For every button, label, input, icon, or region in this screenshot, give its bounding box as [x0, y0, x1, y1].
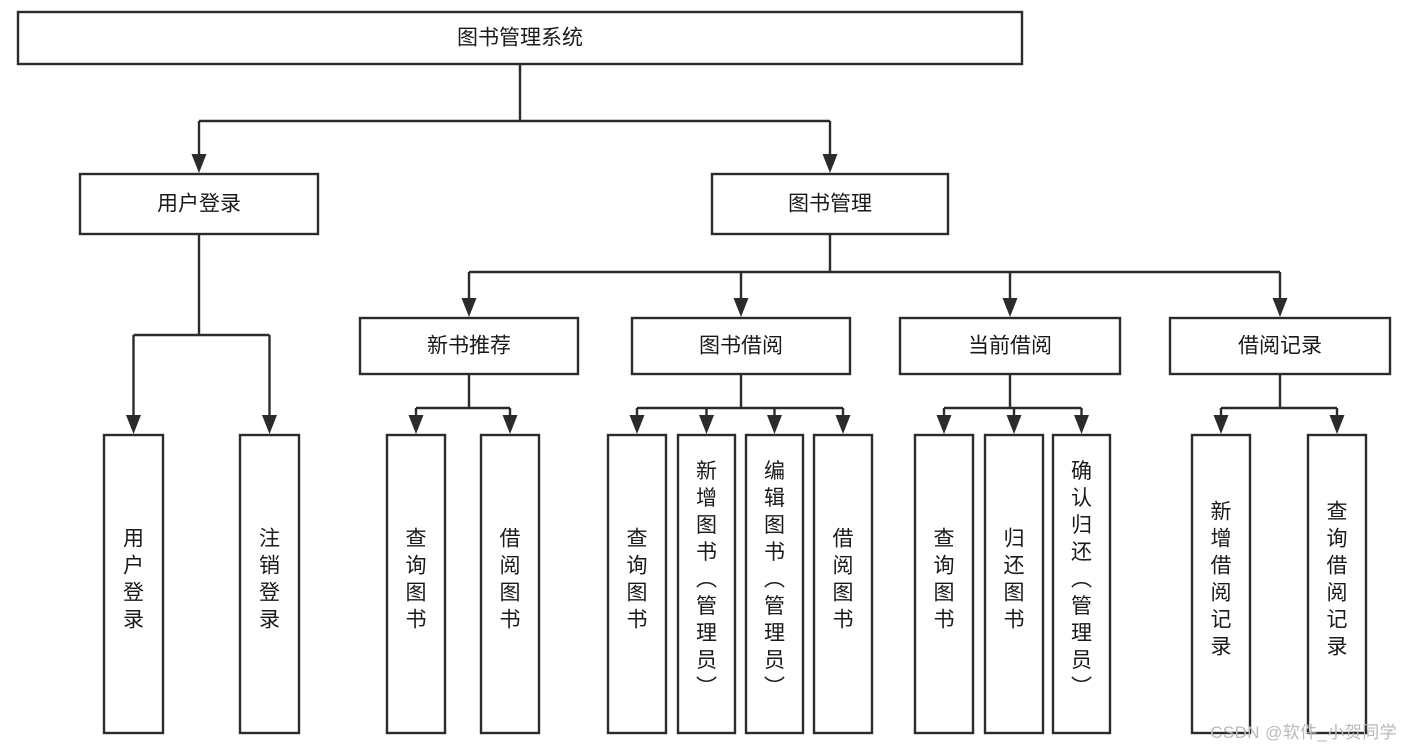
node-book-borrow[interactable]: 图书借阅 — [630, 316, 852, 376]
node-label: 归还图书 — [1004, 528, 1025, 632]
arrow-head-icon — [502, 415, 518, 434]
node-label: 编辑图书︵管理员︶ — [764, 460, 785, 699]
node-label: 借阅图书 — [833, 528, 854, 632]
node-label: 借阅图书 — [500, 528, 521, 632]
node-box — [385, 433, 447, 735]
arrow-head-icon — [767, 415, 782, 434]
node-box — [358, 316, 580, 376]
arrow-head-icon — [1329, 415, 1345, 434]
arrow-head-icon — [1213, 415, 1229, 434]
node-label: 查询图书 — [934, 528, 955, 632]
node-leaf-borrow-book-2[interactable]: 借阅图书 — [812, 433, 874, 735]
arrow-head-icon — [822, 154, 838, 173]
node-label: 图书借阅 — [699, 335, 783, 358]
node-label: 图书管理系统 — [457, 27, 583, 50]
arrow-head-icon — [1272, 298, 1288, 317]
node-current-borrow[interactable]: 当前借阅 — [898, 316, 1122, 376]
arrow-head-icon — [191, 154, 207, 173]
node-box — [744, 433, 805, 735]
node-label: 用户登录 — [123, 528, 144, 632]
node-leaf-return-book[interactable]: 归还图书 — [983, 433, 1045, 735]
node-leaf-borrow-book-1[interactable]: 借阅图书 — [479, 433, 541, 735]
node-new-book-rec[interactable]: 新书推荐 — [358, 316, 580, 376]
node-box — [812, 433, 874, 735]
arrow-head-icon — [1074, 415, 1089, 434]
node-box — [913, 433, 975, 735]
node-box — [630, 316, 852, 376]
arrow-head-icon — [408, 415, 424, 434]
node-box — [898, 316, 1122, 376]
arrow-head-icon — [1006, 415, 1022, 434]
node-box — [16, 10, 1024, 66]
node-leaf-user-logout[interactable]: 注销登录 — [238, 433, 301, 735]
node-borrow-record[interactable]: 借阅记录 — [1168, 316, 1392, 376]
arrow-head-icon — [835, 415, 851, 434]
node-leaf-query-book-2[interactable]: 查询图书 — [606, 433, 668, 735]
arrow-head-icon — [461, 298, 477, 317]
node-leaf-add-book-admin[interactable]: 新增图书︵管理员︶ — [676, 433, 737, 735]
node-label: 借阅记录 — [1238, 335, 1322, 358]
arrow-head-icon — [126, 415, 141, 434]
node-label: 新增借阅记录 — [1211, 501, 1232, 659]
node-leaf-edit-book-admin[interactable]: 编辑图书︵管理员︶ — [744, 433, 805, 735]
node-label: 新增图书︵管理员︶ — [696, 460, 717, 699]
arrow-head-icon — [262, 415, 277, 434]
node-box — [983, 433, 1045, 735]
node-label: 查询图书 — [406, 528, 427, 632]
node-root[interactable]: 图书管理系统 — [16, 10, 1024, 66]
node-user-login[interactable]: 用户登录 — [78, 172, 320, 236]
node-label: 确认归还︵管理员︶ — [1071, 460, 1092, 699]
arrow-head-icon — [699, 415, 714, 434]
node-label: 注销登录 — [259, 528, 280, 632]
node-box — [479, 433, 541, 735]
node-box — [710, 172, 950, 236]
node-leaf-query-book-3[interactable]: 查询图书 — [913, 433, 975, 735]
node-label: 新书推荐 — [427, 335, 511, 358]
node-box — [676, 433, 737, 735]
node-box — [1168, 316, 1392, 376]
node-book-manage[interactable]: 图书管理 — [710, 172, 950, 236]
arrow-head-icon — [936, 415, 952, 434]
node-box — [606, 433, 668, 735]
node-leaf-add-borrow-record[interactable]: 新增借阅记录 — [1190, 433, 1252, 735]
node-label: 当前借阅 — [968, 335, 1052, 358]
node-box — [1306, 433, 1368, 735]
node-box — [1051, 433, 1112, 735]
node-box — [102, 433, 165, 735]
node-box — [238, 433, 301, 735]
arrow-head-icon — [733, 298, 749, 317]
watermark: CSDN @软件_小贺同学 — [1210, 723, 1397, 742]
node-box — [78, 172, 320, 236]
node-leaf-query-borrow-record[interactable]: 查询借阅记录 — [1306, 433, 1368, 735]
node-label: 查询借阅记录 — [1327, 501, 1348, 659]
arrow-head-icon — [629, 415, 645, 434]
node-label: 图书管理 — [788, 193, 872, 216]
arrow-head-icon — [1002, 298, 1018, 317]
node-label: 查询图书 — [627, 528, 648, 632]
node-leaf-query-book-1[interactable]: 查询图书 — [385, 433, 447, 735]
node-leaf-user-login[interactable]: 用户登录 — [102, 433, 165, 735]
node-box — [1190, 433, 1252, 735]
node-leaf-confirm-return-admin[interactable]: 确认归还︵管理员︶ — [1051, 433, 1112, 735]
node-label: 用户登录 — [157, 193, 241, 216]
